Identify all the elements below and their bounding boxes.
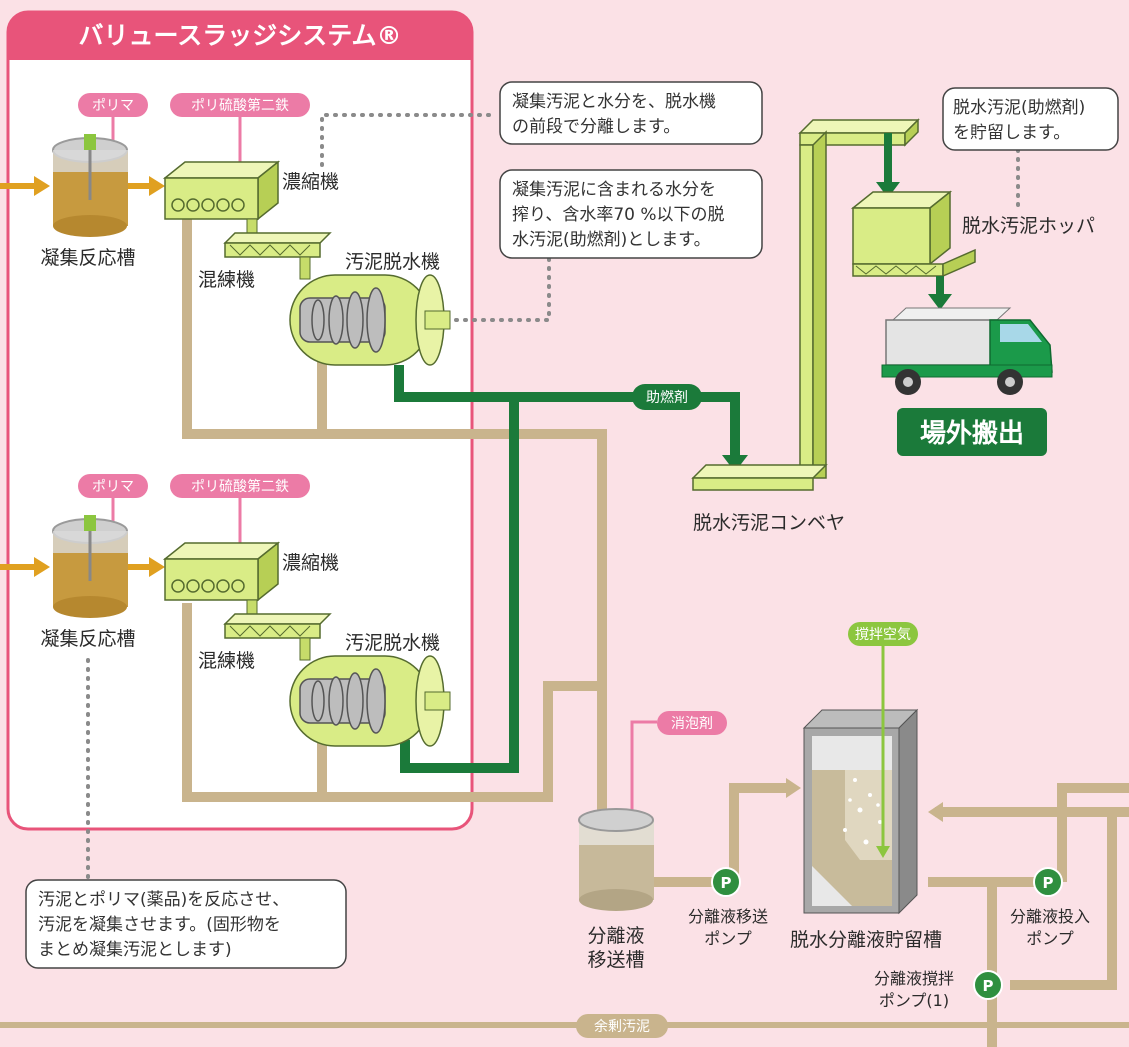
stir-pump-label-2: ポンプ(1)	[879, 991, 949, 1010]
svg-text:助燃剤: 助燃剤	[646, 389, 688, 406]
transfer-tank-label-2: 移送槽	[587, 949, 644, 971]
input-pump-icon: P	[1033, 867, 1063, 897]
thickener-label-2: 濃縮機	[282, 552, 339, 574]
dewaterer-label-1: 汚泥脱水機	[345, 251, 440, 273]
haul-out-badge: 場外搬出	[897, 408, 1047, 456]
svg-text:汚泥を凝集させます。(固形物を: 汚泥を凝集させます。(固形物を	[38, 915, 281, 935]
svg-text:撹拌空気: 撹拌空気	[855, 627, 911, 643]
kneader-label-2: 混練機	[198, 650, 255, 672]
transfer-pump-icon: P	[711, 867, 741, 897]
polymer-pill-2: ポリマ	[78, 474, 148, 531]
stir-pump-label-1: 分離液撹拌	[874, 969, 954, 988]
svg-text:P: P	[1043, 874, 1054, 892]
thickener-label-1: 濃縮機	[282, 171, 339, 193]
dewaterer-label-2: 汚泥脱水機	[345, 632, 440, 654]
kneader-label-1: 混練機	[198, 269, 255, 291]
svg-text:ポリ硫酸第二鉄: ポリ硫酸第二鉄	[191, 478, 289, 495]
svg-text:消泡剤: 消泡剤	[671, 716, 713, 732]
kneader-1	[223, 218, 332, 280]
transfer-tank-label-1: 分離液	[587, 925, 644, 947]
svg-text:を貯留します。: を貯留します。	[953, 123, 1070, 143]
dewaterer-1	[289, 274, 451, 366]
reactor-label-2: 凝集反応槽	[40, 628, 135, 650]
dewaterer-2	[289, 655, 451, 747]
defoamer-pill: 消泡剤	[630, 711, 727, 815]
storage-tank-label: 脱水分離液貯留槽	[790, 929, 942, 951]
kneader-2	[223, 599, 332, 661]
reactor-tank-2	[52, 515, 128, 618]
stir-air-pill: 撹拌空気	[848, 622, 918, 858]
svg-text:の前段で分離します。: の前段で分離します。	[512, 117, 680, 137]
svg-text:水汚泥(助燃剤)とします。: 水汚泥(助燃剤)とします。	[512, 230, 711, 250]
note-reactor: 汚泥とポリマ(薬品)を反応させ、 汚泥を凝集させます。(固形物を まとめ凝集汚泥…	[25, 879, 347, 969]
sludge-conveyor	[691, 118, 920, 491]
sludge-lines	[394, 365, 740, 773]
polymer-pill-1: ポリマ	[78, 93, 148, 150]
note-dewaterer: 凝集汚泥に含まれる水分を 搾り、含水率70 %以下の脱 水汚泥(助燃剤)とします…	[499, 169, 763, 259]
reactor-label-1: 凝集反応槽	[40, 247, 135, 269]
transfer-pump-label-1: 分離液移送	[688, 907, 768, 926]
stir-pump-icon: P	[973, 970, 1003, 1000]
svg-text:搾り、含水率70 %以下の脱: 搾り、含水率70 %以下の脱	[512, 205, 725, 225]
svg-text:P: P	[983, 977, 994, 995]
fuel-aid-pill: 助燃剤	[632, 384, 702, 410]
thickener-2	[162, 541, 281, 602]
separation-transfer-tank	[578, 808, 654, 911]
ferric-pill-2: ポリ硫酸第二鉄	[170, 474, 310, 545]
transfer-pump-label-2: ポンプ	[704, 929, 752, 948]
svg-text:ポリ硫酸第二鉄: ポリ硫酸第二鉄	[191, 97, 289, 114]
svg-text:ポリマ: ポリマ	[92, 479, 134, 495]
sludge-hopper	[850, 133, 976, 310]
air-bubbles	[843, 778, 882, 845]
input-pump-label-2: ポンプ	[1026, 929, 1074, 948]
conveyor-label: 脱水汚泥コンベヤ	[693, 512, 845, 534]
excess-sludge-pill: 余剰汚泥	[576, 1014, 668, 1038]
svg-text:場外搬出: 場外搬出	[920, 418, 1024, 449]
reactor-tank-1	[52, 134, 128, 237]
hopper-label: 脱水汚泥ホッパ	[962, 215, 1095, 237]
svg-text:ポリマ: ポリマ	[92, 98, 134, 114]
svg-text:まとめ凝集汚泥とします): まとめ凝集汚泥とします)	[38, 940, 232, 960]
ferric-pill-1: ポリ硫酸第二鉄	[170, 93, 310, 164]
svg-text:余剰汚泥: 余剰汚泥	[594, 1018, 650, 1035]
truck-icon	[881, 307, 1053, 395]
leader-lines	[86, 113, 1020, 882]
svg-text:汚泥とポリマ(薬品)を反応させ、: 汚泥とポリマ(薬品)を反応させ、	[38, 890, 289, 910]
svg-text:P: P	[721, 874, 732, 892]
system-title: バリュースラッジシステム®	[78, 21, 401, 50]
note-thickener: 凝集汚泥と水分を、脱水機 の前段で分離します。	[499, 81, 763, 145]
separation-liquid-pipes	[0, 213, 1129, 1047]
thickener-1	[162, 160, 281, 221]
svg-text:凝集汚泥に含まれる水分を: 凝集汚泥に含まれる水分を	[512, 180, 716, 200]
svg-text:脱水汚泥(助燃剤): 脱水汚泥(助燃剤)	[953, 98, 1085, 118]
inflow-arrows	[0, 183, 153, 570]
input-pump-label-1: 分離液投入	[1010, 907, 1090, 926]
svg-text:凝集汚泥と水分を、脱水機: 凝集汚泥と水分を、脱水機	[512, 92, 716, 112]
note-hopper: 脱水汚泥(助燃剤) を貯留します。	[942, 87, 1119, 151]
